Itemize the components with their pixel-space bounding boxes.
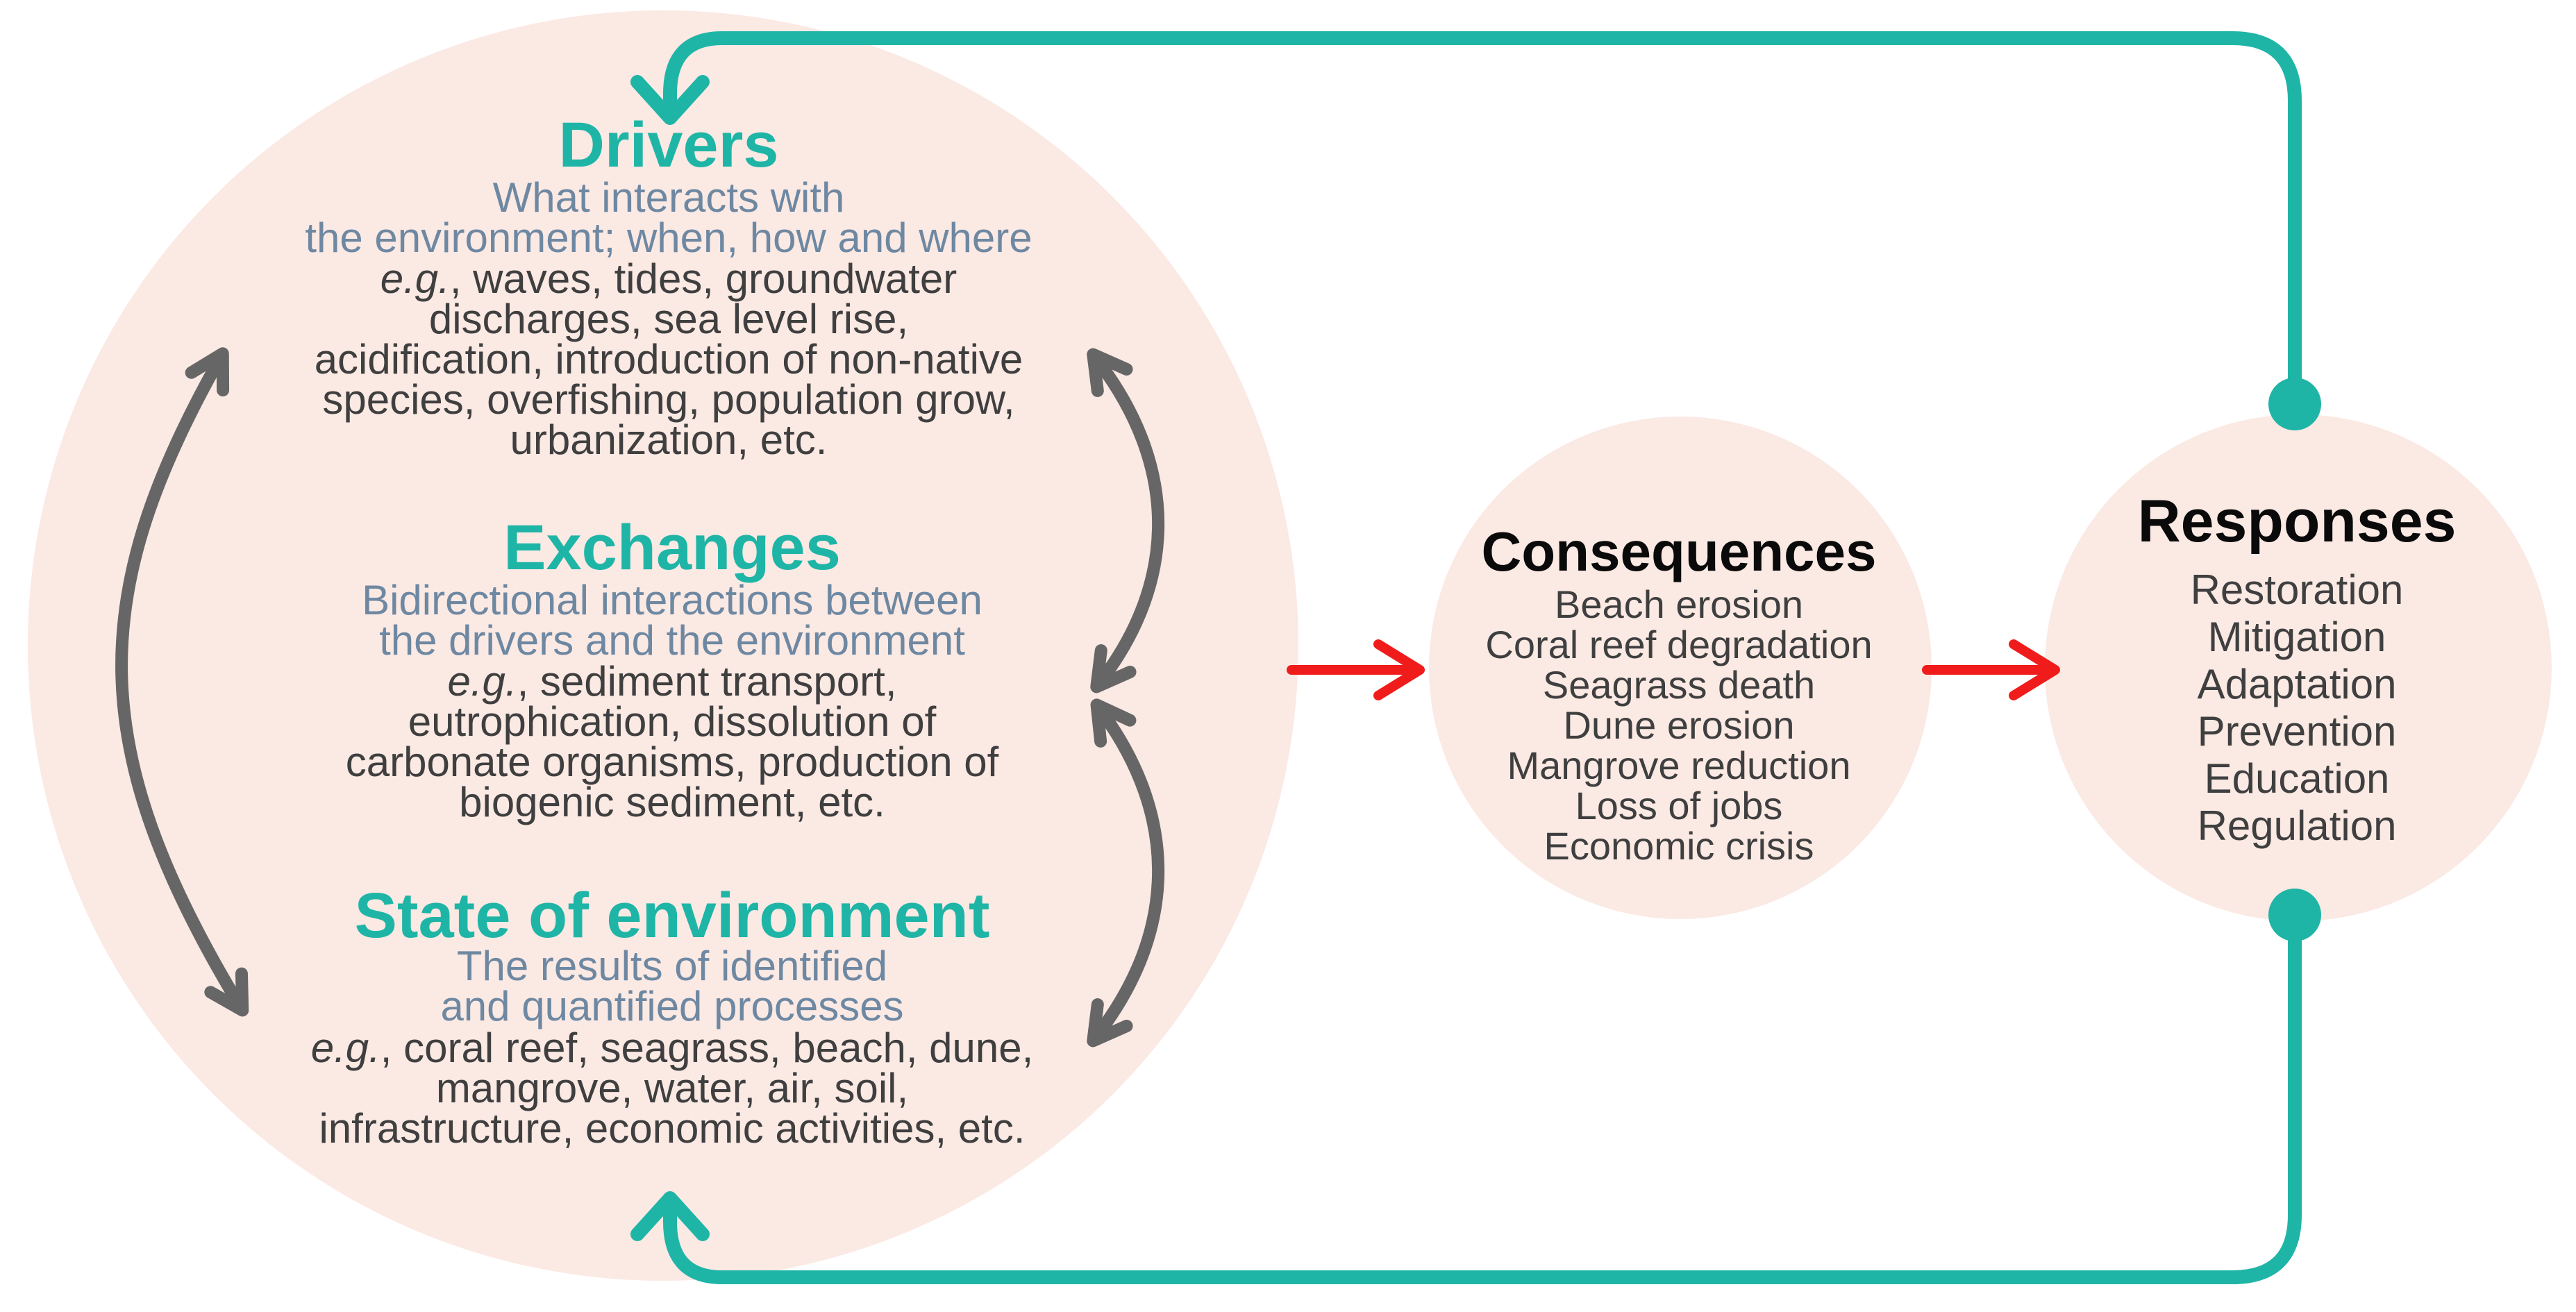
response-item: Regulation <box>2198 802 2397 849</box>
consequence-item: Beach erosion <box>1555 582 1803 626</box>
consequences-circle <box>1429 417 1932 919</box>
consequences-block: Consequences Beach erosion Coral reef de… <box>1481 521 1876 868</box>
red-arrow-to-responses <box>1922 639 2060 700</box>
exchanges-example-3: carbonate organisms, production of <box>346 739 999 785</box>
responses-circle <box>2045 414 2552 921</box>
response-item: Education <box>2205 755 2390 802</box>
exchanges-subtitle-1: Bidirectional interactions between <box>362 577 982 623</box>
consequence-item: Seagrass death <box>1543 663 1815 707</box>
consequences-title: Consequences <box>1481 521 1876 582</box>
state-subtitle-1: The results of identified <box>457 943 887 989</box>
exchanges-example-4: biogenic sediment, etc. <box>459 779 885 825</box>
state-title: State of environment <box>354 880 989 951</box>
gray-arrow-right-lower <box>1087 698 1165 1048</box>
drivers-title: Drivers <box>558 110 778 180</box>
responses-block: Responses Restoration Mitigation Adaptat… <box>2138 488 2457 849</box>
feedback-loop-top <box>630 31 2302 410</box>
consequence-item: Coral reef degradation <box>1485 623 1872 666</box>
feedback-dot-bottom <box>2268 889 2321 941</box>
exchanges-example-1: e.g., sediment transport, <box>448 658 897 705</box>
consequence-item: Dune erosion <box>1563 703 1794 747</box>
state-example-2: mangrove, water, air, soil, <box>436 1065 908 1111</box>
gray-arrow-left <box>115 347 249 1017</box>
exchanges-title: Exchanges <box>503 512 841 583</box>
drivers-subtitle-1: What interacts with <box>493 174 845 221</box>
response-item: Restoration <box>2191 566 2404 613</box>
drivers-subtitle-2: the environment; when, how and where <box>305 215 1032 261</box>
drivers-example-1: e.g., waves, tides, groundwater <box>380 255 957 302</box>
feedback-loop-bottom <box>630 909 2302 1284</box>
consequence-item: Mangrove reduction <box>1507 743 1851 787</box>
consequence-item: Economic crisis <box>1544 824 1814 868</box>
drivers-block: Drivers What interacts with the environm… <box>305 110 1032 463</box>
response-item: Mitigation <box>2208 614 2386 660</box>
feedback-dot-top <box>2268 378 2321 430</box>
exchanges-subtitle-2: the drivers and the environment <box>379 617 965 664</box>
gray-arrow-right-upper <box>1087 348 1165 693</box>
consequence-item: Loss of jobs <box>1575 784 1783 827</box>
state-subtitle-2: and quantified processes <box>440 983 903 1029</box>
state-example-1: e.g., coral reef, seagrass, beach, dune, <box>311 1025 1034 1071</box>
drivers-example-5: urbanization, etc. <box>510 417 828 463</box>
main-circle <box>28 10 1298 1281</box>
exchanges-block: Exchanges Bidirectional interactions bet… <box>346 512 999 825</box>
state-example-3: infrastructure, economic activities, etc… <box>319 1105 1025 1152</box>
drivers-example-4: species, overfishing, population grow, <box>322 376 1014 423</box>
responses-title: Responses <box>2138 488 2457 555</box>
drivers-example-2: discharges, sea level rise, <box>429 296 908 342</box>
red-arrow-to-consequences <box>1287 639 1425 700</box>
response-item: Adaptation <box>2198 661 2397 707</box>
exchanges-example-2: eutrophication, dissolution of <box>408 698 937 745</box>
drivers-example-3: acidification, introduction of non-nativ… <box>315 336 1023 382</box>
response-item: Prevention <box>2198 708 2397 755</box>
state-block: State of environment The results of iden… <box>311 880 1034 1152</box>
